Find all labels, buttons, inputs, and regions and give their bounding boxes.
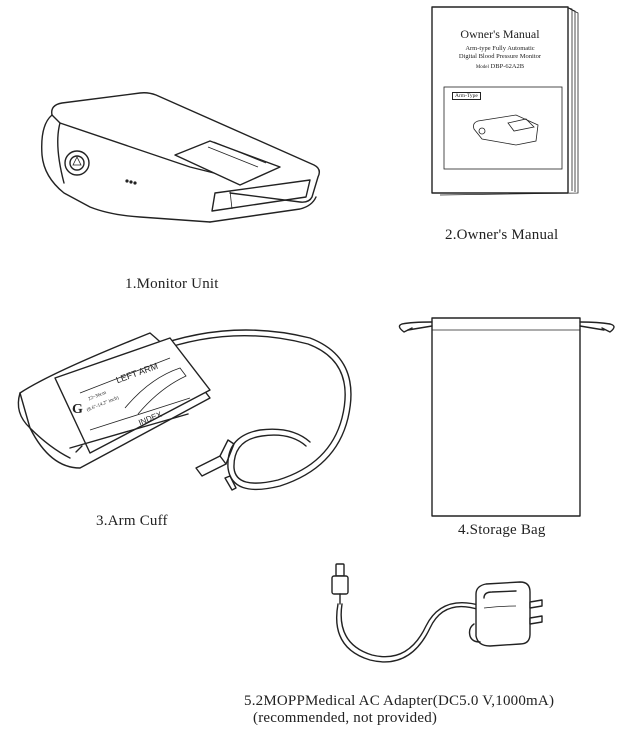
manual-caption: 2.Owner's Manual [445, 227, 559, 243]
adapter-caption: 5.2MOPPMedical AC Adapter(DC5.0 V,1000mA… [244, 693, 555, 709]
manual-cover-subtitle-2: Digital Blood Pressure Monitor [458, 53, 542, 60]
owners-manual-illustration: Owner's Manual Arm-type Fully Automatic … [430, 5, 582, 197]
manual-box-label: Arm-Type [452, 92, 481, 100]
manual-cover-title: Owner's Manual [460, 27, 540, 41]
ac-adapter-illustration [320, 558, 550, 688]
bag-caption: 4.Storage Bag [458, 522, 546, 538]
adapter-note: (recommended, not provided) [253, 710, 438, 726]
cuff-caption: 3.Arm Cuff [96, 513, 168, 529]
manual-model-label: Model [475, 65, 489, 70]
monitor-unit-illustration [30, 85, 330, 235]
manual-model-line: Model DBP-62A2B [432, 63, 568, 70]
manual-cover-subtitle-1: Arm-type Fully Automatic [465, 45, 535, 52]
svg-text:G: G [72, 402, 83, 417]
arm-cuff-illustration: G LEFT ARM INDEX 22~36cm (8.6"-14.2" inc… [10, 318, 360, 508]
storage-bag-illustration [392, 310, 622, 520]
monitor-caption: 1.Monitor Unit [125, 276, 219, 292]
manual-model-value: DBP-62A2B [490, 63, 525, 70]
